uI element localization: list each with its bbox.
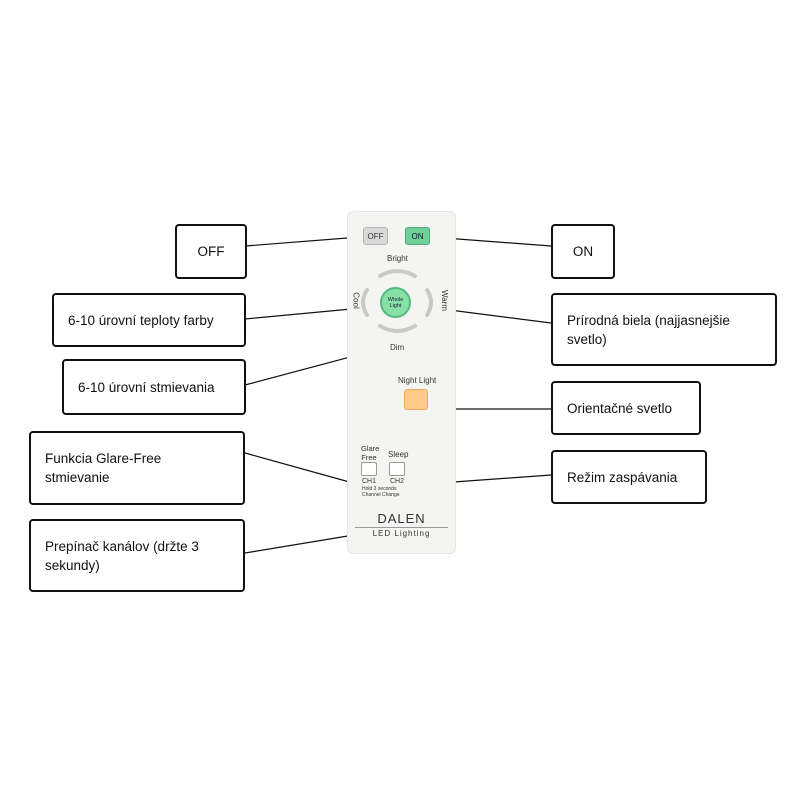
callout-channel-switch: Prepínač kanálov (držte 3 sekundy): [29, 519, 245, 592]
callout-glare-free-text: Funkcia Glare-Free stmievanie: [45, 451, 162, 485]
callout-orientation-light: Orientačné svetlo: [551, 381, 701, 435]
channel-change-label: Channel Change: [362, 492, 400, 498]
callout-sleep-mode: Režim zaspávania: [551, 450, 707, 504]
dim-label: Dim: [390, 343, 405, 352]
brand-divider: [355, 527, 448, 528]
callout-color-temperature-text: 6-10 úrovní teploty farby: [68, 312, 214, 328]
whole-light-label: Whole Light: [387, 296, 404, 309]
callout-color-temperature: 6-10 úrovní teploty farby: [52, 293, 246, 347]
bright-arc-button: [378, 269, 417, 278]
whole-light-button[interactable]: Whole Light: [380, 287, 411, 318]
callout-sleep-mode-text: Režim zaspávania: [567, 469, 678, 485]
bright-label: Bright: [387, 254, 408, 263]
callout-channel-switch-text: Prepínač kanálov (držte 3 sekundy): [45, 538, 199, 573]
callout-on-text: ON: [572, 244, 594, 259]
remote-off-button[interactable]: OFF: [363, 227, 388, 245]
ch1-label: CH1: [362, 478, 377, 485]
warm-arc-button: [425, 288, 433, 317]
cool-arc-button: [361, 288, 369, 317]
ch2-label: CH2: [390, 478, 405, 485]
dim-arc-button: [378, 324, 417, 333]
callout-dimming: 6-10 úrovní stmievania: [62, 359, 246, 415]
callout-orientation-light-text: Orientačné svetlo: [567, 400, 673, 416]
callout-glare-free: Funkcia Glare-Free stmievanie: [29, 431, 245, 505]
remote-control: [347, 211, 456, 554]
sleep-label: Sleep: [388, 450, 409, 459]
callout-off: OFF: [175, 224, 247, 279]
callout-dimming-text: 6-10 úrovní stmievania: [78, 379, 215, 395]
callout-on: ON: [551, 224, 615, 279]
warm-label: Warm: [440, 289, 450, 312]
night-light-button[interactable]: [404, 389, 428, 410]
remote-on-button[interactable]: ON: [405, 227, 430, 245]
callout-natural-white-text: Prírodná biela (najjasnejšie svetlo): [567, 312, 730, 347]
callout-off-text: OFF: [197, 244, 225, 259]
cool-label: Cool: [351, 292, 361, 309]
callout-natural-white: Prírodná biela (najjasnejšie svetlo): [551, 293, 777, 366]
brand-subtitle: LED Lighting: [372, 529, 431, 538]
sleep-ch2-button[interactable]: [389, 462, 405, 476]
hold-note: Hold 3 seconds: [362, 486, 397, 492]
dpad-arcs: [361, 269, 433, 333]
brand-name: DALEN: [377, 511, 426, 526]
glare-free-ch1-button[interactable]: [361, 462, 377, 476]
glare-free-label: Glare Free: [361, 444, 380, 462]
night-light-label: Night Light: [398, 376, 437, 385]
